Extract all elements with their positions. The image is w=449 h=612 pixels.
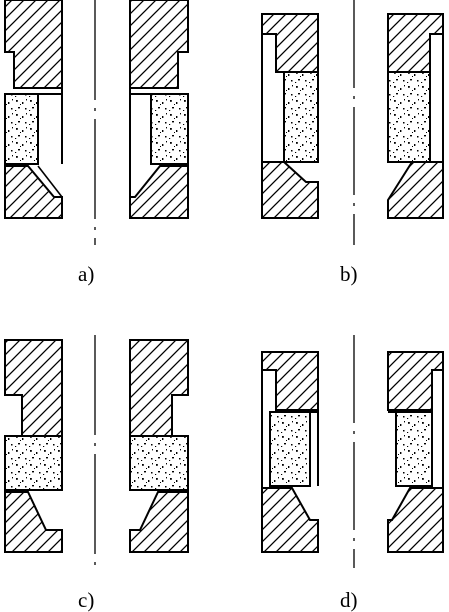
- lower-punch-right: [387, 161, 444, 219]
- powder-left: [4, 435, 63, 491]
- upper-punch-right: [387, 351, 444, 411]
- panel-label-d: d): [340, 588, 358, 612]
- upper-punch-left: [4, 0, 63, 89]
- powder-right: [150, 93, 189, 165]
- powder-left: [4, 93, 39, 165]
- lower-punch-left: [261, 161, 319, 219]
- lower-punch-left: [4, 165, 63, 219]
- powder-left: [283, 71, 319, 163]
- panel-label-a: a): [78, 262, 95, 286]
- upper-punch-right: [129, 0, 189, 89]
- lower-punch-right: [387, 487, 444, 553]
- upper-punch-right: [129, 339, 189, 437]
- powder-right: [395, 411, 433, 487]
- upper-punch-left: [261, 13, 319, 73]
- upper-punch-right: [387, 13, 444, 73]
- panel-label-b: b): [340, 262, 358, 286]
- lower-punch-right: [129, 491, 189, 553]
- powder-left: [269, 411, 311, 487]
- upper-punch-left: [261, 351, 319, 411]
- lower-punch-left: [4, 491, 63, 553]
- powder-right: [387, 71, 431, 163]
- panel-label-c: c): [78, 588, 95, 612]
- panel-d: [261, 335, 444, 568]
- powder-right: [129, 435, 189, 491]
- panel-a: [4, 0, 189, 245]
- panel-b: [261, 0, 444, 245]
- panel-c: [4, 335, 189, 568]
- lower-punch-left: [261, 487, 319, 553]
- upper-punch-left: [4, 339, 63, 437]
- lower-punch-right: [129, 165, 189, 219]
